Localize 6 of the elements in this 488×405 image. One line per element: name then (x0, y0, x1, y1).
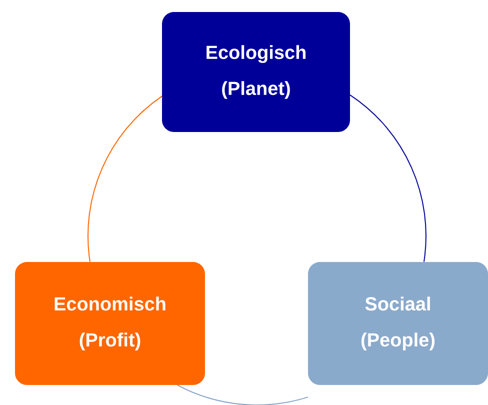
rounded-box: Sociaal (People) (308, 262, 488, 385)
connector-arc (350, 94, 426, 262)
connector-arc (88, 96, 162, 262)
rounded-box: Ecologisch (Planet) (162, 12, 350, 132)
connector-arc (176, 384, 309, 405)
rounded-box: Economisch (Profit) (15, 262, 205, 385)
